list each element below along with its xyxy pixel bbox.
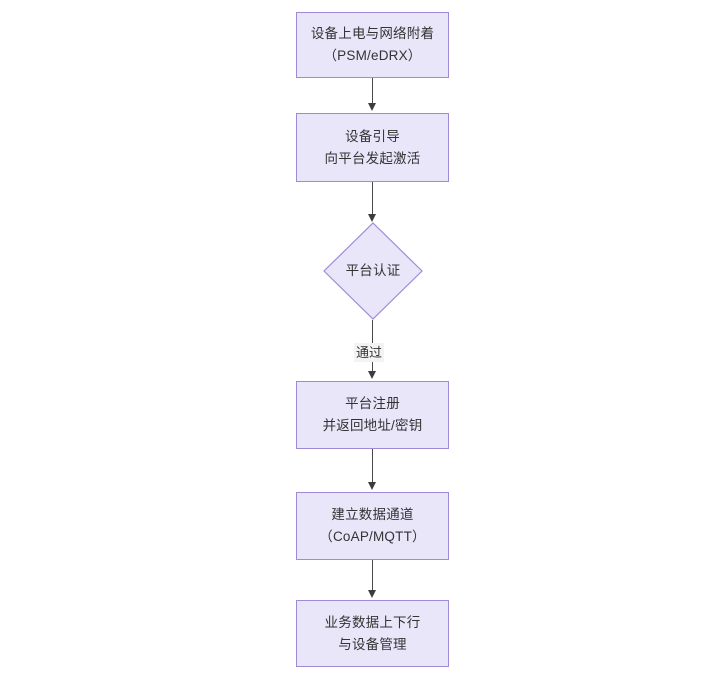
flow-node-line-secondary: 向平台发起激活 bbox=[324, 150, 421, 166]
flow-node-line-secondary: 与设备管理 bbox=[338, 636, 407, 652]
flow-node-line-secondary: （PSM/eDRX） bbox=[323, 48, 422, 63]
flow-node-line-secondary: 并返回地址/密钥 bbox=[322, 418, 423, 433]
flow-connector-n1-n2 bbox=[372, 78, 373, 105]
arrowhead-icon-n3-n4 bbox=[368, 371, 376, 379]
flow-node-device-bootstrap[interactable]: 设备引导 向平台发起激活 bbox=[296, 113, 449, 182]
flow-node-line-primary: 业务数据上下行 bbox=[324, 614, 421, 630]
flow-node-platform-authentication[interactable]: 平台认证 bbox=[323, 222, 423, 320]
flow-node-line-primary: 平台认证 bbox=[345, 263, 401, 278]
flow-connector-n2-n3 bbox=[372, 182, 373, 216]
flow-node-establish-data-channel[interactable]: 建立数据通道 （CoAP/MQTT） bbox=[296, 492, 449, 560]
flow-node-line-primary: 设备上电与网络附着 bbox=[310, 26, 435, 41]
flow-node-line-primary: 建立数据通道 bbox=[331, 507, 414, 522]
flow-node-business-data-and-device-management[interactable]: 业务数据上下行 与设备管理 bbox=[296, 600, 449, 667]
arrowhead-icon-n5-n6 bbox=[368, 590, 376, 598]
flow-node-platform-registration[interactable]: 平台注册 并返回地址/密钥 bbox=[296, 381, 449, 449]
flow-node-line-secondary: （CoAP/MQTT） bbox=[319, 529, 426, 544]
flow-edge-label-pass: 通过 bbox=[354, 343, 385, 362]
flow-connector-n4-n5 bbox=[372, 449, 373, 484]
arrowhead-icon-n1-n2 bbox=[368, 103, 376, 111]
diamond-shape-icon bbox=[323, 222, 423, 320]
flow-node-power-on-network-attach[interactable]: 设备上电与网络附着 （PSM/eDRX） bbox=[296, 12, 449, 78]
arrowhead-icon-n2-n3 bbox=[368, 214, 376, 222]
arrowhead-icon-n4-n5 bbox=[368, 482, 376, 490]
flow-node-line-primary: 平台注册 bbox=[345, 396, 400, 411]
flow-node-line-primary: 设备引导 bbox=[345, 128, 400, 144]
flow-connector-n5-n6 bbox=[372, 560, 373, 592]
